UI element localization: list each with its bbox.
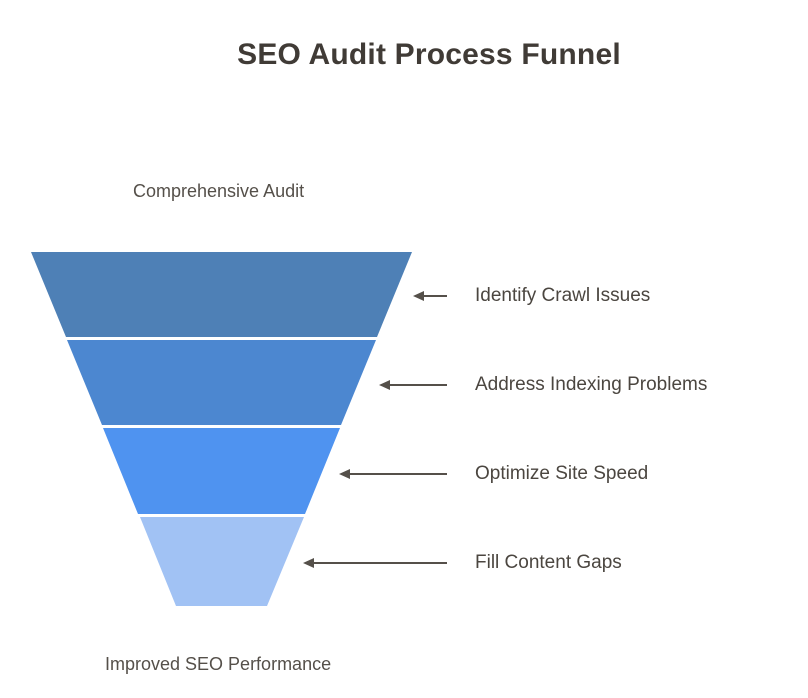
- funnel-segment-identify-crawl-issues: [31, 252, 412, 337]
- arrow-head-icon: [413, 291, 424, 301]
- funnel-segment-address-indexing-problems: [67, 340, 376, 425]
- arrow-head-icon: [303, 558, 314, 568]
- segment-label-address-indexing-problems: Address Indexing Problems: [475, 374, 708, 395]
- funnel-bottom-caption: Improved SEO Performance: [105, 654, 332, 674]
- funnel-segment-optimize-site-speed: [103, 428, 340, 514]
- page-title: SEO Audit Process Funnel: [237, 38, 621, 71]
- segment-label-fill-content-gaps: Fill Content Gaps: [475, 552, 622, 573]
- segment-label-optimize-site-speed: Optimize Site Speed: [475, 463, 649, 484]
- arrow-head-icon: [379, 380, 390, 390]
- funnel-top-caption: Comprehensive Audit: [133, 181, 305, 201]
- funnel-segment-fill-content-gaps: [140, 517, 304, 606]
- segment-label-identify-crawl-issues: Identify Crawl Issues: [475, 285, 651, 306]
- arrow-head-icon: [339, 469, 350, 479]
